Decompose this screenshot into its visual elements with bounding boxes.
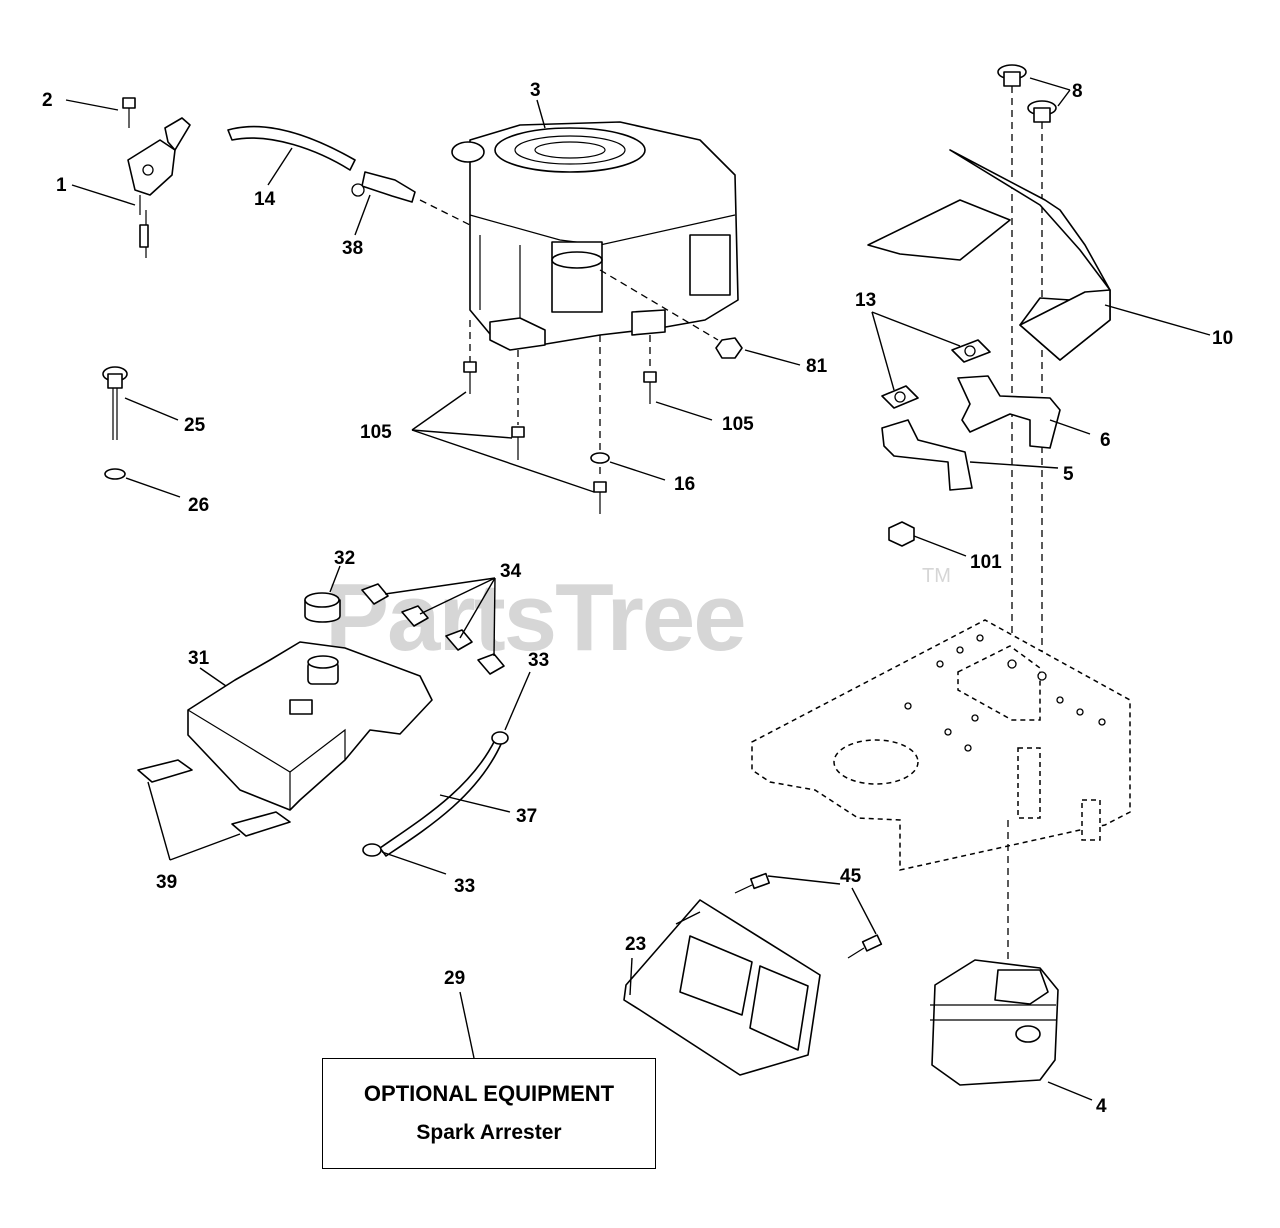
callout-26: 26 [188,495,209,516]
engine-part [451,121,739,351]
leader-34-1 [384,577,496,595]
leader-8-1 [1029,77,1071,91]
callout-14: 14 [254,189,276,210]
muffler-part [930,959,1059,1086]
bolts-part-8 [997,64,1057,676]
optional-equipment-box: OPTIONAL EQUIPMENT Spark Arrester [322,1058,656,1169]
callout-33-bottom: 33 [454,876,475,897]
callout-81: 81 [806,356,828,377]
clamp-part-33-top [491,731,509,745]
callout-31: 31 [188,648,210,669]
optional-equipment-title: OPTIONAL EQUIPMENT [363,1081,615,1106]
leader-34-2 [419,577,496,615]
pads-part-39 [137,759,291,837]
leader-4 [1047,1081,1093,1101]
screws-part-45 [734,872,883,959]
screw-part-2 [122,97,136,128]
leader-6 [1049,419,1091,435]
fuel-valve-part [351,171,471,226]
watermark-text: PartsTree [325,564,745,671]
callout-23: 23 [625,934,646,955]
leader-32 [329,565,341,593]
dipstick-tube-part [104,468,126,480]
leader-13-1 [871,311,961,347]
leader-105a-3 [411,429,595,493]
callout-105-right: 105 [722,414,754,435]
leader-81 [744,349,801,366]
nut-part-81 [715,337,743,359]
callout-37: 37 [516,806,537,827]
optional-equipment-subtitle: Spark Arrester [416,1121,562,1144]
fuel-line-part-37 [379,739,503,857]
throttle-control-part [127,117,191,258]
callout-6: 6 [1100,430,1111,451]
leader-1 [71,184,136,206]
leader-29 [459,991,475,1059]
callout-101: 101 [970,552,1002,573]
mower-frame-reference [751,619,1131,871]
engine-bolts-part [463,320,657,514]
leader-34-3 [459,577,496,639]
callout-25: 25 [184,415,206,436]
callout-32: 32 [334,548,355,569]
leader-45-2 [851,887,877,935]
leader-45-1 [767,875,841,885]
nut-guide-line [599,269,719,341]
leader-2 [65,99,119,111]
leader-13-2 [871,311,895,391]
washer-part-16 [590,452,610,464]
clamp-part-33-bottom [362,843,382,857]
callout-16: 16 [674,474,695,495]
leader-34-4 [493,577,496,657]
leader-105b [655,401,713,421]
callout-29: 29 [444,968,465,989]
leader-5 [969,461,1059,469]
callout-8: 8 [1072,81,1083,102]
leader-39-2 [169,833,241,861]
leader-16 [609,461,666,481]
leader-26 [125,477,181,498]
callout-2: 2 [42,90,53,111]
callout-105-left: 105 [360,422,392,443]
callout-34: 34 [500,561,522,582]
gaskets-part-13 [881,339,991,409]
callout-33-top: 33 [528,650,549,671]
leader-25 [124,397,179,421]
leader-23 [675,911,701,925]
callout-38: 38 [342,238,363,259]
leader-38 [354,194,371,236]
fuel-hose-part [227,125,356,171]
callout-5: 5 [1063,464,1074,485]
callout-13: 13 [855,290,876,311]
leader-33-top [504,671,531,731]
callout-3: 3 [530,80,541,101]
leader-3 [536,99,546,129]
callout-45: 45 [840,866,862,887]
callout-39: 39 [156,872,177,893]
leader-8-2 [1057,89,1071,107]
nut-part-101 [888,521,915,547]
leader-14 [267,147,293,186]
fuel-tank-part [187,641,433,811]
leader-23b [629,957,633,996]
callout-4: 4 [1096,1096,1107,1117]
leader-105a-1 [411,391,467,431]
leader-31 [199,667,227,687]
heat-shield-part [867,149,1111,361]
guard-part-23 [623,899,821,1076]
callout-10: 10 [1212,328,1233,349]
fuel-cap-part [304,592,341,623]
leader-10 [1104,304,1211,336]
watermark-trademark: TM [922,565,951,587]
dipstick-part [102,366,128,440]
leader-101 [913,535,967,557]
exhaust-pipes-part [881,375,1061,491]
pads-part-34 [361,583,505,675]
leader-105a-2 [411,429,513,439]
leader-33-bottom [381,851,447,875]
leader-39-1 [147,781,171,861]
callout-1: 1 [56,175,67,196]
leader-37 [439,794,511,813]
